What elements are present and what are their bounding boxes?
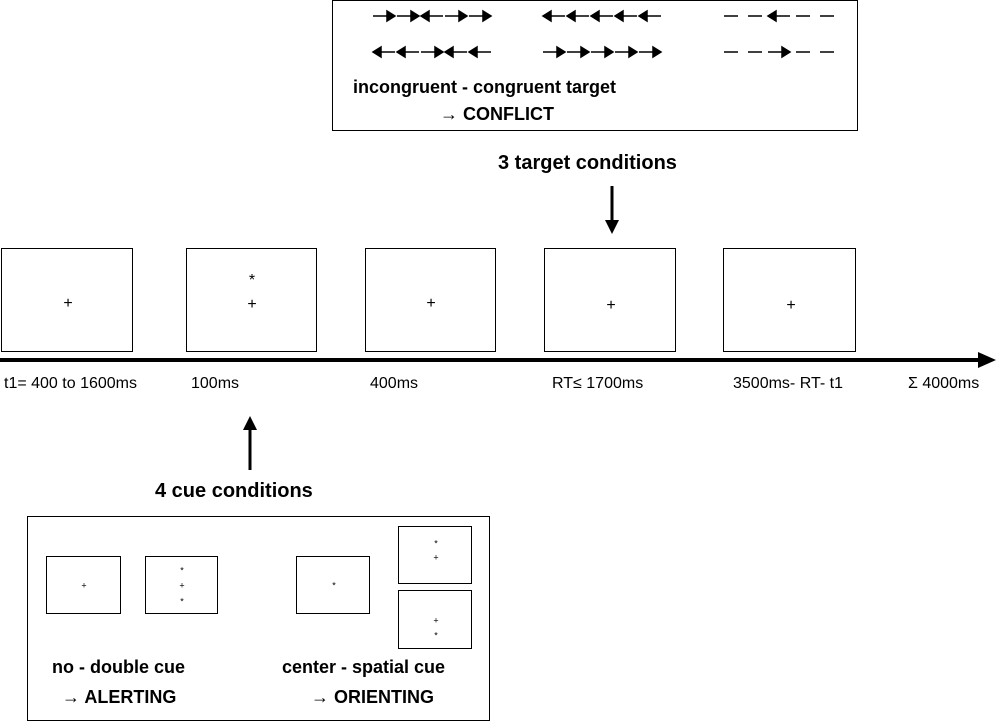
right-arrowhead [580, 45, 591, 59]
double-cue-screen: * + * [145, 556, 218, 614]
alerting-cue-label: no - double cue [52, 657, 185, 677]
fixation-cross: + [179, 580, 185, 591]
fixation-cross: + [433, 615, 439, 626]
right-arrow-icon: → [440, 104, 458, 124]
flanker-arrow-row [724, 9, 834, 23]
left-arrowhead [443, 45, 454, 59]
timeline-label-fixation: 400ms [370, 375, 419, 392]
fixation-cross: + [433, 552, 439, 563]
fixation-cross: + [606, 297, 616, 314]
right-arrowhead [434, 45, 445, 59]
screen-blank: + [723, 248, 856, 352]
cue-conditions-title: 4 cue conditions [155, 480, 313, 502]
left-arrowhead [766, 9, 777, 23]
screen-target: + [544, 248, 676, 352]
flanker-arrow-row [543, 45, 663, 59]
fixation-cross: + [426, 295, 436, 312]
screen-cue: * + [186, 248, 317, 352]
right-arrowhead [458, 9, 469, 23]
alerting-result: → ALERTING [62, 687, 176, 708]
right-arrowhead [482, 9, 493, 23]
cue-star: * [248, 272, 256, 289]
alerting-label: ALERTING [84, 687, 177, 707]
right-arrowhead [781, 45, 792, 59]
cue-star: * [180, 565, 184, 576]
flanker-arrow-row [373, 9, 493, 23]
timeline-label-rest: 3500ms- RT- t1 [733, 375, 843, 392]
left-arrowhead [541, 9, 552, 23]
left-arrowhead [565, 9, 576, 23]
fixation-cross: + [786, 297, 796, 314]
center-cue-screen: * [296, 556, 370, 614]
right-arrowhead [628, 45, 639, 59]
orienting-label: ORIENTING [334, 687, 435, 707]
target-conditions-title: 3 target conditions [498, 152, 677, 174]
spatial-cue-up-screen: * + [398, 526, 472, 584]
fixation-cross: + [63, 295, 73, 312]
fixation-cross: + [81, 580, 87, 591]
left-arrowhead [589, 9, 600, 23]
screen-fixation-1: + [1, 248, 133, 352]
cue-star: * [434, 630, 438, 641]
right-arrowhead [386, 9, 397, 23]
target-conditions-panel [332, 0, 858, 131]
right-arrowhead [604, 45, 615, 59]
right-arrowhead [556, 45, 567, 59]
right-arrow-icon: → [62, 687, 80, 707]
orienting-result: → ORIENTING [311, 687, 434, 708]
flanker-arrow-row [724, 45, 834, 59]
right-arrow-icon: → [311, 687, 329, 707]
left-arrowhead [637, 9, 648, 23]
left-arrowhead [419, 9, 430, 23]
left-arrowhead [395, 45, 406, 59]
left-arrowhead [371, 45, 382, 59]
right-arrowhead [410, 9, 421, 23]
conflict-result: → CONFLICT [440, 104, 554, 125]
cue-star: * [180, 596, 184, 607]
left-arrowhead [613, 9, 624, 23]
flanker-arrow-row [541, 9, 661, 23]
timeline-label-cue: 100ms [191, 375, 240, 392]
right-arrowhead [652, 45, 663, 59]
target-panel-label: incongruent - congruent target [353, 77, 616, 97]
orienting-cue-label: center - spatial cue [282, 657, 446, 677]
timeline-label-sum: Σ 4000ms [908, 375, 980, 392]
timeline-label-rt: RT≤ 1700ms [552, 375, 644, 392]
left-arrowhead [467, 45, 478, 59]
screen-fixation-2: + [365, 248, 496, 352]
cue-star: * [434, 538, 438, 549]
center-cue-star: * [332, 580, 336, 591]
timeline-label-t1: t1= 400 to 1600ms [4, 375, 137, 392]
no-cue-screen: + [46, 556, 121, 614]
flanker-arrow-row [371, 45, 491, 59]
spatial-cue-down-screen: + * [398, 590, 472, 649]
fixation-cross: + [247, 296, 257, 313]
conflict-label: CONFLICT [463, 104, 554, 124]
